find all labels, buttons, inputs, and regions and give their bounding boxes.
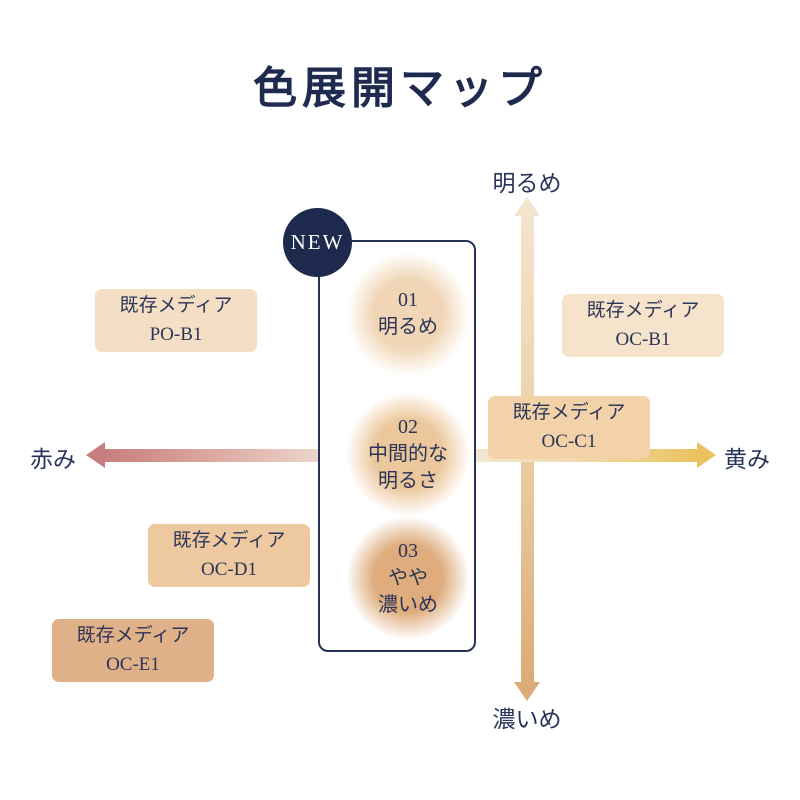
media-label-line1: 既存メディア xyxy=(586,300,700,321)
media-label-oc-d1: 既存メディア OC-D1 xyxy=(148,524,310,587)
shade-label-line1: 中間的な xyxy=(368,442,448,465)
media-label-oc-b1: 既存メディア OC-B1 xyxy=(562,294,724,357)
shade-circle-01: 01 明るめ xyxy=(346,252,470,376)
media-label-oc-c1: 既存メディア OC-C1 xyxy=(488,396,650,459)
vertical-axis-arrowhead-down-icon xyxy=(514,682,540,701)
new-badge: NEW xyxy=(283,208,352,277)
media-label-code: OC-D1 xyxy=(201,558,257,580)
media-label-line1: 既存メディア xyxy=(172,530,286,551)
media-label-code: OC-B1 xyxy=(615,328,671,350)
axis-label-dark: 濃いめ xyxy=(492,707,562,732)
horizontal-axis-arrowhead-right-icon xyxy=(697,442,716,468)
axis-label-bright: 明るめ xyxy=(492,171,562,196)
horizontal-axis-arrowhead-left-icon xyxy=(86,442,105,468)
media-label-line1: 既存メディア xyxy=(119,295,233,316)
shade-number: 01 xyxy=(398,289,418,311)
page-title: 色展開マップ xyxy=(253,64,547,113)
media-label-code: OC-E1 xyxy=(106,653,160,675)
shade-label-line2: 濃いめ xyxy=(378,593,438,616)
shade-label-line1: 明るめ xyxy=(378,316,438,338)
shade-number: 02 xyxy=(398,415,418,438)
media-label-oc-e1: 既存メディア OC-E1 xyxy=(52,619,214,682)
shade-number: 03 xyxy=(398,539,418,562)
shade-circle-02: 02 中間的な 明るさ xyxy=(346,392,470,516)
media-label-line1: 既存メディア xyxy=(512,402,626,423)
shade-label-line2: 明るさ xyxy=(378,469,438,492)
media-label-po-b1: 既存メディア PO-B1 xyxy=(95,289,257,352)
vertical-axis-arrowhead-up-icon xyxy=(514,197,540,216)
media-label-code: PO-B1 xyxy=(149,323,203,345)
axis-label-redness: 赤み xyxy=(30,447,76,472)
media-label-code: OC-C1 xyxy=(541,430,597,452)
shade-label-line1: やや xyxy=(388,566,428,589)
shade-circle-03: 03 やや 濃いめ xyxy=(346,516,470,640)
axis-label-yellowness: 黄み xyxy=(724,447,770,472)
media-label-line1: 既存メディア xyxy=(76,625,190,646)
